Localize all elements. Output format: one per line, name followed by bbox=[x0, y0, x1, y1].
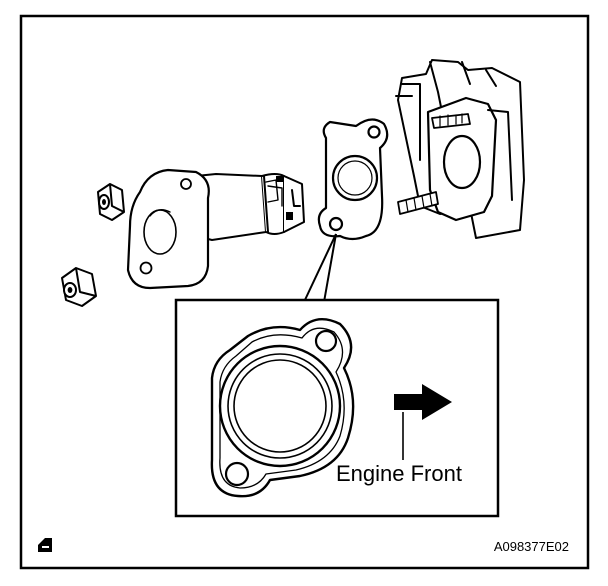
gasket-enlarged bbox=[210, 318, 355, 498]
gasket-part bbox=[317, 118, 389, 241]
figure-code: A098377E02 bbox=[494, 539, 569, 554]
engine-front-arrow-icon bbox=[394, 384, 452, 460]
document-icon bbox=[38, 538, 52, 552]
nut-lower bbox=[61, 267, 97, 307]
actuator-assembly bbox=[126, 168, 305, 290]
callout-leader bbox=[323, 233, 337, 303]
engine-front-label: Engine Front bbox=[336, 461, 462, 486]
nut-upper bbox=[97, 183, 125, 221]
callout-leader bbox=[303, 233, 337, 303]
engine-block bbox=[395, 59, 525, 239]
